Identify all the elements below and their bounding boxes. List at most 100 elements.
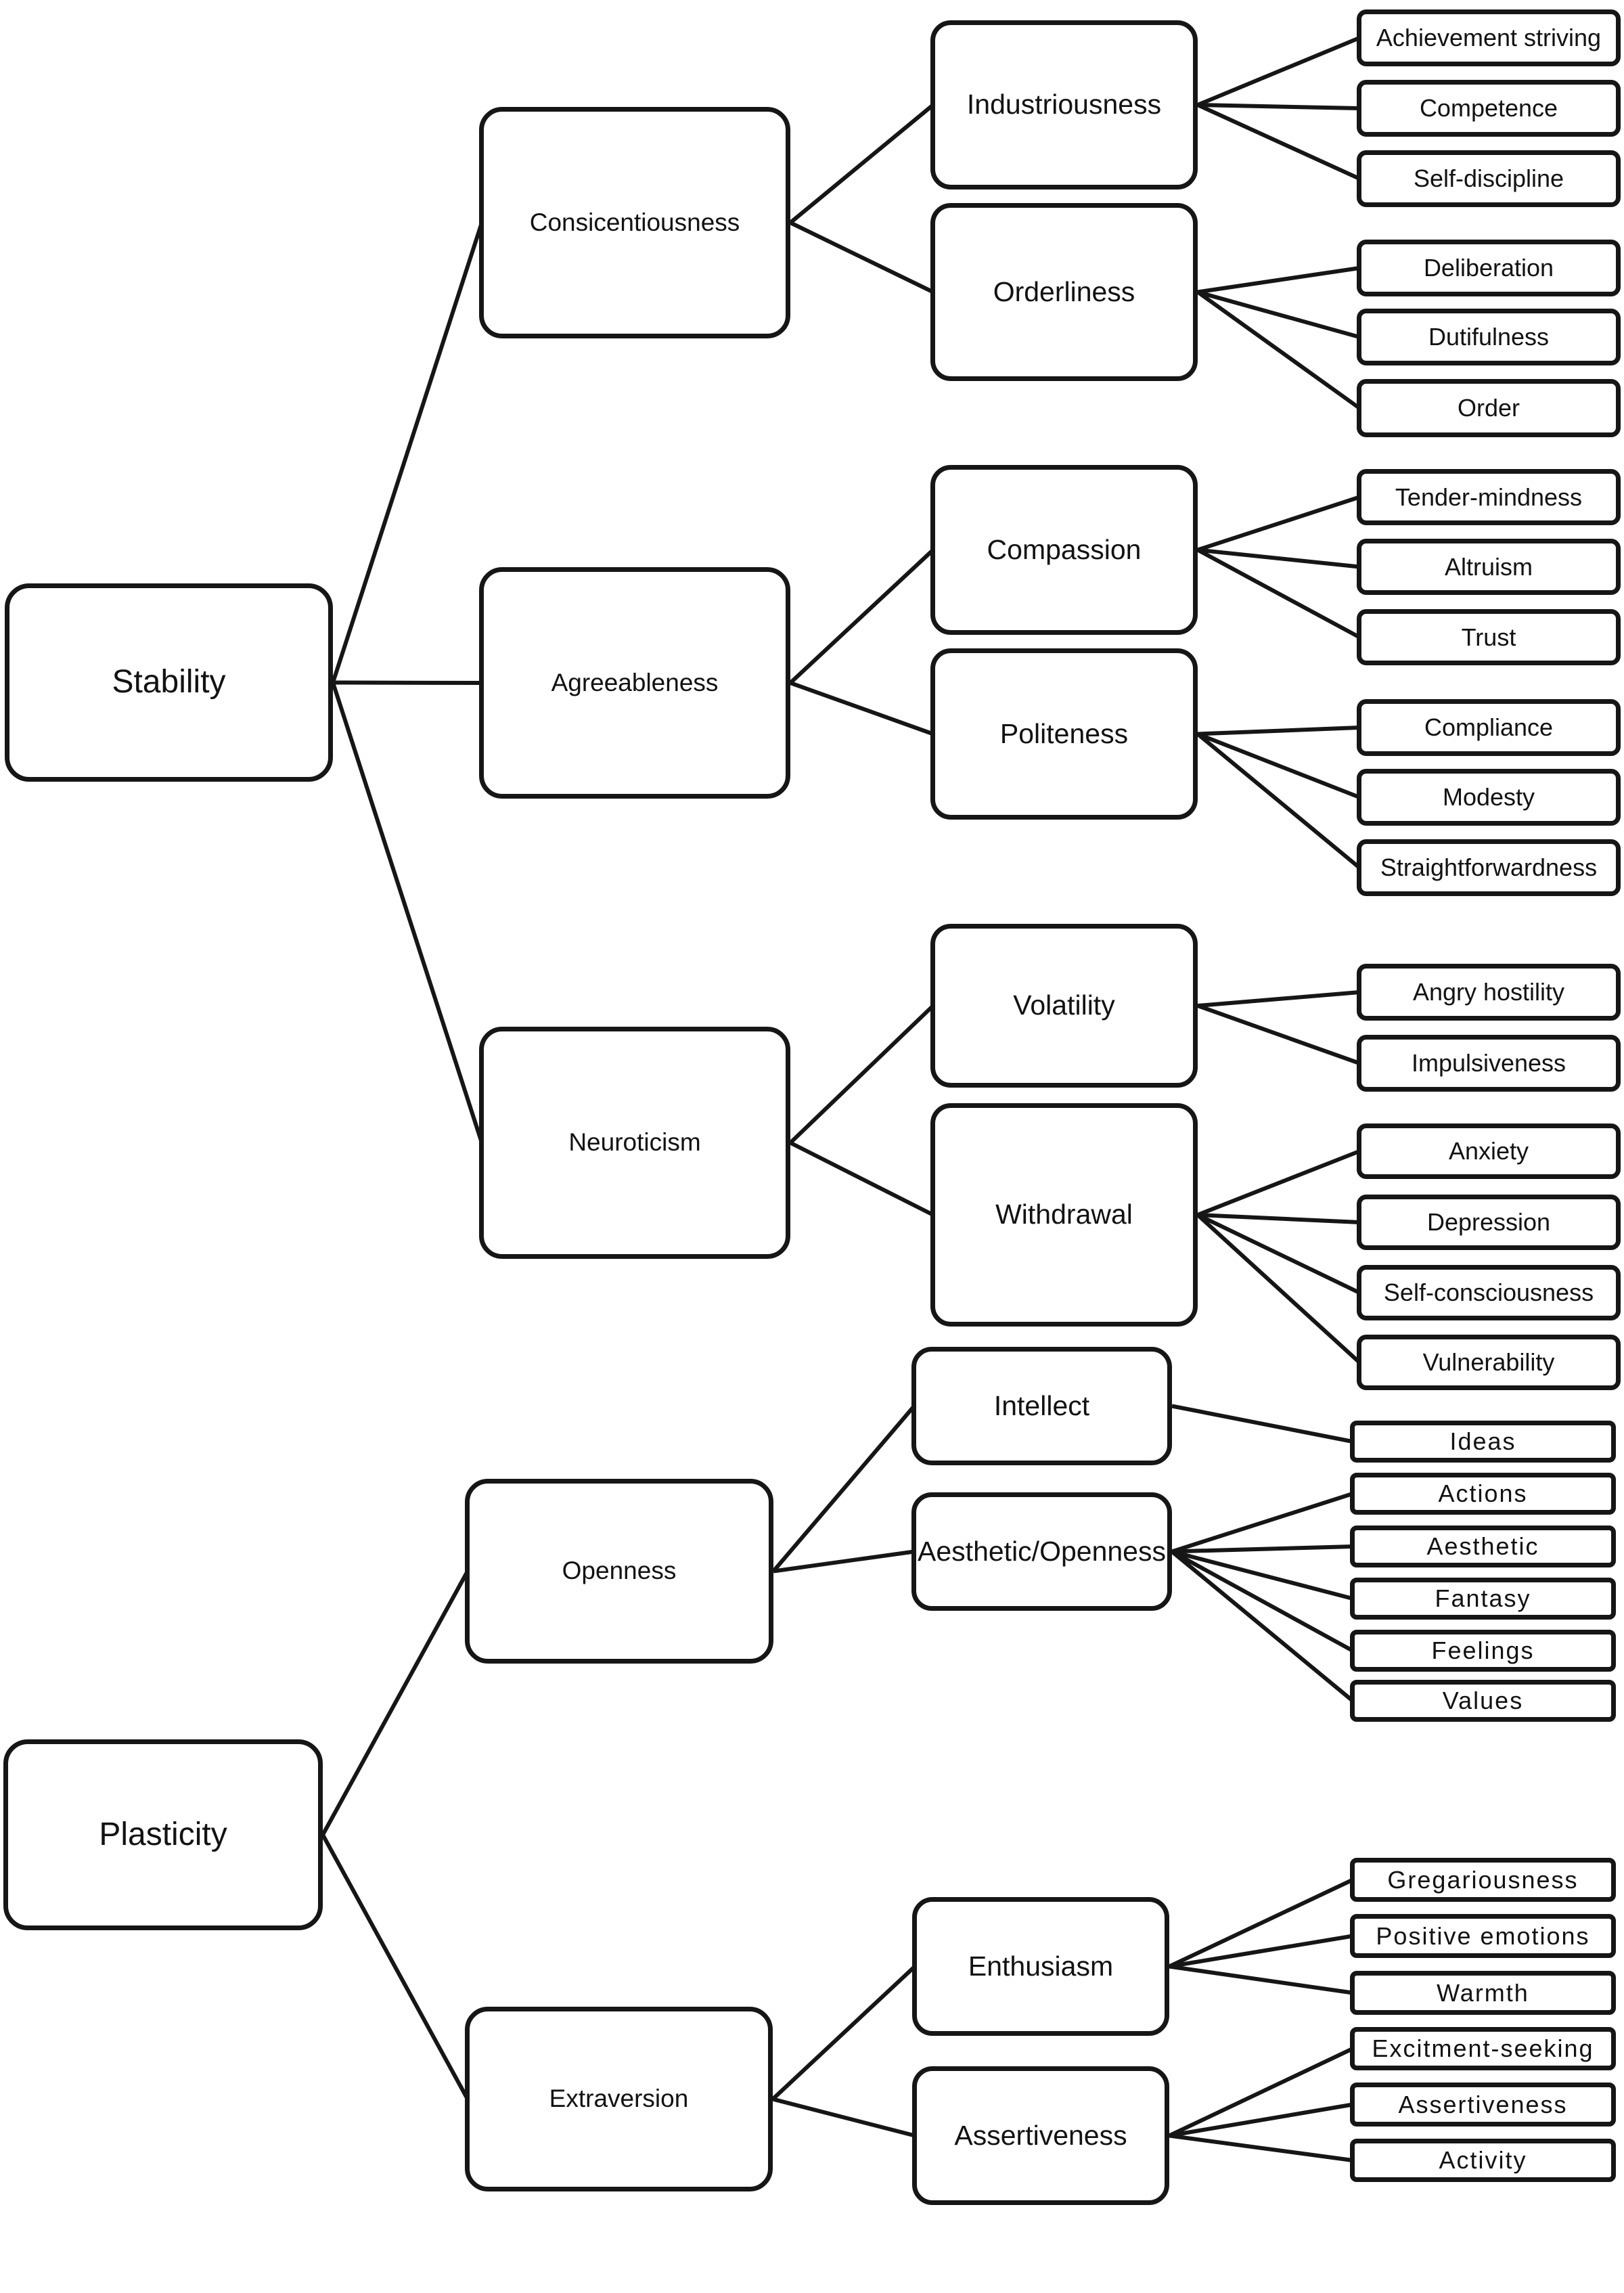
node-label-withdrawal: Withdrawal bbox=[995, 1199, 1133, 1230]
edge-withdrawal-anxiety bbox=[1196, 1149, 1361, 1217]
node-actions: Actions bbox=[1350, 1473, 1616, 1515]
node-deliberation: Deliberation bbox=[1357, 240, 1621, 296]
edge-enthusiasm-warmth bbox=[1169, 1964, 1353, 1995]
node-angry-hostility: Angry hostility bbox=[1357, 964, 1621, 1021]
node-label-excitment-seeking: Excitment-seeking bbox=[1372, 2034, 1594, 2063]
node-label-angry-hostility: Angry hostility bbox=[1412, 978, 1565, 1006]
node-label-impulsiveness: Impulsiveness bbox=[1411, 1049, 1566, 1077]
node-label-aesthetic: Aesthetic bbox=[1426, 1532, 1539, 1561]
node-label-orderliness: Orderliness bbox=[993, 275, 1135, 307]
node-neuroticism: Neuroticism bbox=[479, 1027, 790, 1259]
node-label-self-discipline: Self-discipline bbox=[1413, 164, 1564, 193]
node-label-conscientiousness: Consicentiousness bbox=[529, 208, 740, 236]
edge-volatility-impulsiveness bbox=[1196, 1004, 1361, 1065]
edge-compassion-altruism bbox=[1197, 548, 1360, 569]
edge-stability-agreeableness bbox=[332, 680, 482, 685]
node-label-ideas: Ideas bbox=[1449, 1427, 1516, 1456]
node-dutifulness: Dutifulness bbox=[1357, 309, 1621, 365]
node-label-anxiety: Anxiety bbox=[1448, 1137, 1529, 1165]
edge-extraversion-enthusiasm bbox=[771, 1965, 917, 2101]
node-label-feelings: Feelings bbox=[1431, 1637, 1535, 1665]
edge-plasticity-openness bbox=[321, 1570, 470, 1836]
node-plasticity: Plasticity bbox=[3, 1739, 323, 1930]
node-politeness: Politeness bbox=[930, 648, 1198, 820]
node-label-actions: Actions bbox=[1438, 1479, 1528, 1508]
node-label-volatility: Volatility bbox=[1013, 989, 1115, 1021]
node-label-tender-mindness: Tender-mindness bbox=[1395, 483, 1583, 511]
node-tender-mindness: Tender-mindness bbox=[1357, 469, 1621, 525]
edge-aesthetic-openness-actions bbox=[1171, 1492, 1353, 1554]
edge-politeness-modesty bbox=[1196, 732, 1361, 799]
node-excitment-seeking: Excitment-seeking bbox=[1350, 2027, 1616, 2070]
node-label-industriousness: Industriousness bbox=[966, 89, 1162, 120]
node-altruism: Altruism bbox=[1357, 539, 1621, 595]
node-aesthetic-openness: Aesthetic/Openness bbox=[911, 1492, 1172, 1611]
edge-withdrawal-self-consciousness bbox=[1196, 1213, 1361, 1295]
node-label-agreeableness: Agreeableness bbox=[551, 668, 719, 696]
edge-compassion-tender-mindness bbox=[1197, 495, 1360, 552]
node-stability: Stability bbox=[5, 583, 333, 782]
node-positive-emotions: Positive emotions bbox=[1350, 1914, 1616, 1958]
node-label-compassion: Compassion bbox=[987, 533, 1142, 565]
node-ideas: Ideas bbox=[1350, 1421, 1616, 1463]
node-conscientiousness: Consicentiousness bbox=[479, 107, 790, 338]
edge-politeness-straightforwardness bbox=[1196, 732, 1361, 870]
edge-neuroticism-withdrawal bbox=[789, 1140, 934, 1217]
edge-agreeableness-compassion bbox=[788, 548, 935, 685]
node-extraversion: Extraversion bbox=[465, 2007, 773, 2191]
node-label-aesthetic-openness: Aesthetic/Openness bbox=[918, 1535, 1166, 1567]
edge-industriousness-competence bbox=[1197, 103, 1360, 110]
edge-politeness-compliance bbox=[1197, 726, 1360, 736]
node-industriousness: Industriousness bbox=[930, 20, 1198, 190]
edge-intellect-ideas bbox=[1171, 1404, 1353, 1444]
node-depression: Depression bbox=[1357, 1195, 1621, 1250]
node-label-trust: Trust bbox=[1461, 623, 1516, 651]
node-trust: Trust bbox=[1357, 609, 1621, 665]
edge-aesthetic-openness-values bbox=[1171, 1550, 1354, 1703]
node-aesthetic: Aesthetic bbox=[1350, 1526, 1616, 1567]
node-label-depression: Depression bbox=[1426, 1208, 1551, 1237]
node-impulsiveness: Impulsiveness bbox=[1357, 1035, 1621, 1092]
edge-orderliness-dutifulness bbox=[1197, 290, 1360, 339]
node-achievement-striving: Achievement striving bbox=[1357, 9, 1621, 66]
edge-withdrawal-depression bbox=[1197, 1213, 1360, 1224]
node-label-gregariousness: Gregariousness bbox=[1387, 1865, 1579, 1894]
edge-neuroticism-volatility bbox=[788, 1004, 935, 1144]
edge-conscientiousness-orderliness bbox=[789, 221, 934, 294]
edge-industriousness-achievement-striving bbox=[1196, 36, 1361, 107]
node-label-positive-emotions: Positive emotions bbox=[1376, 1921, 1590, 1950]
node-straightforwardness: Straightforwardness bbox=[1357, 839, 1621, 896]
node-label-plasticity: Plasticity bbox=[99, 1816, 227, 1852]
node-label-values: Values bbox=[1442, 1687, 1524, 1715]
node-label-competence: Competence bbox=[1419, 94, 1558, 123]
edge-openness-intellect bbox=[771, 1404, 916, 1573]
node-label-assertiveness: Assertiveness bbox=[954, 2119, 1127, 2151]
node-orderliness: Orderliness bbox=[930, 203, 1198, 381]
node-withdrawal: Withdrawal bbox=[930, 1103, 1198, 1327]
node-label-warmth: Warmth bbox=[1437, 1978, 1529, 2007]
node-agreeableness: Agreeableness bbox=[479, 567, 790, 799]
node-label-order: Order bbox=[1457, 394, 1520, 422]
node-label-intellect: Intellect bbox=[993, 1389, 1090, 1421]
node-label-neuroticism: Neuroticism bbox=[568, 1128, 701, 1157]
node-label-straightforwardness: Straightforwardness bbox=[1380, 853, 1598, 882]
edge-aesthetic-openness-fantasy bbox=[1171, 1549, 1353, 1601]
node-gregariousness: Gregariousness bbox=[1350, 1858, 1616, 1902]
edge-aesthetic-openness-aesthetic bbox=[1171, 1544, 1353, 1554]
edge-agreeableness-politeness bbox=[789, 681, 934, 736]
node-values: Values bbox=[1350, 1680, 1616, 1722]
edge-stability-conscientiousness bbox=[331, 222, 484, 684]
edge-orderliness-order bbox=[1196, 290, 1361, 410]
edge-conscientiousness-industriousness bbox=[789, 103, 934, 225]
node-compliance: Compliance bbox=[1357, 699, 1621, 756]
node-vulnerability: Vulnerability bbox=[1357, 1335, 1621, 1390]
node-label-assertiveness-facet: Assertiveness bbox=[1398, 2090, 1568, 2118]
edge-assertiveness-excitment-seeking bbox=[1168, 2047, 1354, 2138]
node-assertiveness: Assertiveness bbox=[912, 2066, 1169, 2205]
node-label-self-consciousness: Self-consciousness bbox=[1383, 1278, 1594, 1307]
node-label-openness: Openness bbox=[562, 1557, 677, 1585]
node-label-dutifulness: Dutifulness bbox=[1428, 323, 1550, 351]
node-intellect: Intellect bbox=[911, 1347, 1172, 1465]
